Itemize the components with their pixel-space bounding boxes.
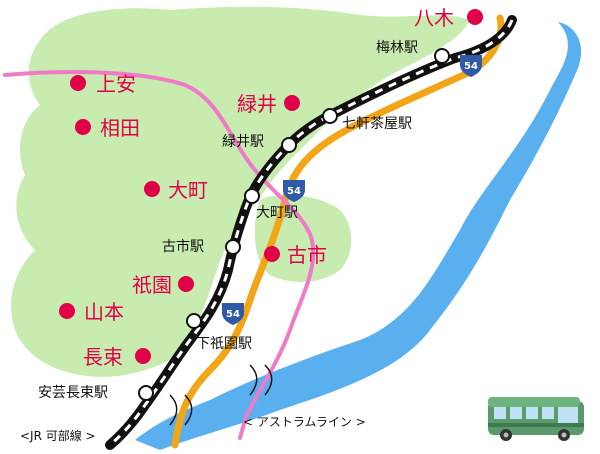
station-label-shichiken[interactable]: 七軒茶屋駅: [342, 116, 412, 132]
station-marker-shimogion[interactable]: [186, 313, 202, 329]
area-dot-yamamoto: [59, 303, 75, 319]
area-dot-midorii: [284, 95, 300, 111]
area-dot-kamiyasu: [70, 75, 86, 91]
route-shield: 54: [283, 180, 305, 202]
station-label-shimogion[interactable]: 下祇園駅: [196, 336, 252, 352]
jr-line-label: <JR 可部線 >: [20, 428, 96, 443]
astram-line-label: < アストラムライン >: [243, 415, 366, 429]
river: [135, 22, 582, 450]
area-label-yagi[interactable]: 八木: [414, 6, 454, 30]
area-label-omachi[interactable]: 大町: [168, 178, 208, 202]
route-shield-text: 54: [226, 309, 240, 320]
bridge-mark: [169, 364, 273, 426]
station-label-omachi[interactable]: 大町駅: [256, 205, 298, 221]
area-dot-nagatsuka: [135, 348, 151, 364]
route-shield: 54: [222, 303, 244, 325]
area-dot-aida: [75, 119, 91, 135]
area-dot-gion: [178, 276, 194, 292]
area-dot-furuichi: [264, 246, 280, 262]
area-label-furuichi[interactable]: 古市: [287, 243, 327, 267]
station-label-furuichi[interactable]: 古市駅: [162, 238, 204, 255]
station-label-bairin[interactable]: 梅林駅: [376, 40, 418, 56]
area-label-yamamoto[interactable]: 山本: [84, 300, 124, 324]
astram-line: [3, 70, 316, 440]
station-label-aki-nagatsuka[interactable]: 安芸長束駅: [38, 385, 108, 401]
station-marker-shichiken[interactable]: [322, 108, 338, 124]
area-label-aida[interactable]: 相田: [100, 116, 140, 140]
area-dot-yagi: [467, 9, 483, 25]
area-label-midorii[interactable]: 緑井: [237, 92, 277, 116]
station-marker-midorii[interactable]: [281, 137, 297, 153]
station-markers: [138, 48, 450, 401]
station-label-midorii[interactable]: 緑井駅: [222, 134, 264, 150]
station-marker-omachi[interactable]: [244, 188, 260, 204]
area-label-nagatsuka[interactable]: 長束: [83, 345, 123, 369]
area-label-gion[interactable]: 祇園: [132, 273, 172, 297]
route-shield-text: 54: [464, 61, 478, 72]
area-markers: [59, 9, 483, 364]
area-label-kamiyasu[interactable]: 上安: [96, 72, 136, 96]
bus-icon: [488, 397, 584, 441]
station-marker-furuichi[interactable]: [225, 239, 241, 255]
jr-line: [105, 15, 517, 450]
station-marker-bairin[interactable]: [434, 48, 450, 64]
area-dot-omachi: [144, 181, 160, 197]
station-marker-aki-nagatsuka[interactable]: [138, 385, 154, 401]
route-shield: 54: [460, 55, 482, 77]
route-shield-text: 54: [287, 186, 301, 197]
